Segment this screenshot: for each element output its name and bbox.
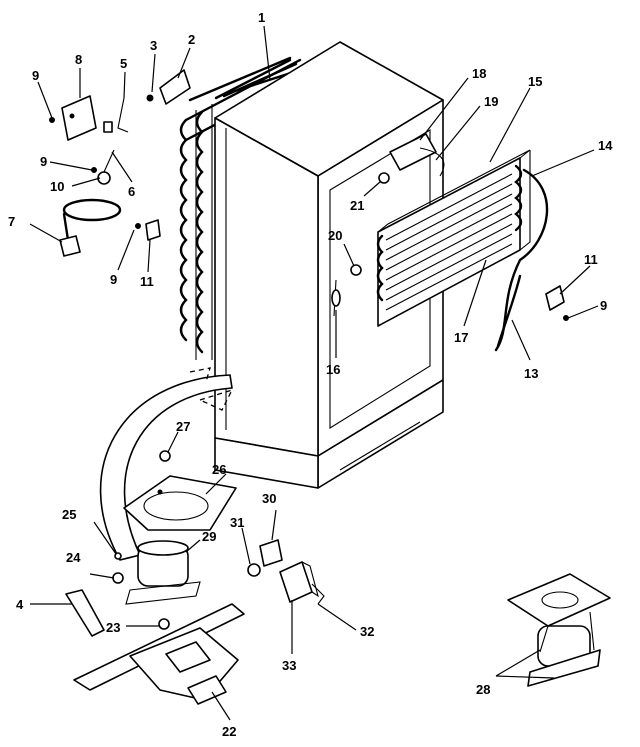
callout-2: 2 <box>188 32 195 47</box>
leader-lines <box>29 25 599 721</box>
clamp-18 <box>389 133 437 171</box>
callout-15: 15 <box>528 74 542 89</box>
wire-5 <box>103 97 129 133</box>
callout-20: 20 <box>328 228 342 243</box>
callout-9-c: 9 <box>110 272 117 287</box>
screw-3 <box>146 94 154 102</box>
callout-4: 4 <box>16 597 24 612</box>
fitting-21 <box>378 172 390 184</box>
callout-9-d: 9 <box>600 298 607 313</box>
grommet-24 <box>112 572 124 584</box>
refrigerator-cabinet <box>214 41 444 489</box>
callout-10: 10 <box>50 179 64 194</box>
bracket-8 <box>61 95 97 141</box>
compressor-assembly-28 <box>507 573 611 687</box>
callout-28: 28 <box>476 682 490 697</box>
power-cord-7 <box>59 198 122 257</box>
callout-8: 8 <box>75 52 82 67</box>
clip-11-left <box>145 219 161 241</box>
callout-1: 1 <box>258 10 265 25</box>
callout-23: 23 <box>106 620 120 635</box>
callout-33: 33 <box>282 658 296 673</box>
callout-9-a: 9 <box>32 68 39 83</box>
callout-labels: 1 2 3 4 5 6 7 8 9 9 9 9 10 11 11 13 14 1… <box>8 10 613 739</box>
callout-19: 19 <box>484 94 498 109</box>
callout-31: 31 <box>230 515 244 530</box>
callout-6: 6 <box>128 184 135 199</box>
compressor-29 <box>125 540 201 605</box>
callout-14: 14 <box>598 138 613 153</box>
spring-25 <box>114 552 122 560</box>
wire-32 <box>311 583 325 605</box>
callout-22: 22 <box>222 724 236 739</box>
callout-26: 26 <box>212 462 226 477</box>
drier-4 <box>65 589 105 637</box>
capacitor-33 <box>279 561 319 603</box>
tube-19 <box>419 147 445 177</box>
callout-21: 21 <box>350 198 364 213</box>
screw-9-d <box>563 315 569 321</box>
mount-23 <box>158 618 170 630</box>
screw-9-a <box>49 117 55 123</box>
callout-3: 3 <box>150 38 157 53</box>
screw-9-b <box>91 167 97 173</box>
tubing-path <box>99 367 234 561</box>
callout-27: 27 <box>176 419 190 434</box>
callout-25: 25 <box>62 507 76 522</box>
callout-11-a: 11 <box>140 274 154 289</box>
screw-9-c <box>135 223 141 229</box>
overload-31 <box>247 563 261 577</box>
callout-24: 24 <box>66 550 81 565</box>
drain-pan-26 <box>123 475 237 531</box>
callout-9-b: 9 <box>40 154 47 169</box>
switch-2 <box>159 69 191 105</box>
callout-16: 16 <box>326 362 340 377</box>
fitting-20 <box>350 264 362 276</box>
callout-30: 30 <box>262 491 276 506</box>
grommet-27 <box>159 450 171 462</box>
callout-17: 17 <box>454 330 468 345</box>
callout-29: 29 <box>202 529 216 544</box>
thermostat-10 <box>97 149 115 185</box>
relay-30 <box>259 539 283 567</box>
callout-18: 18 <box>472 66 486 81</box>
base-plate-22 <box>73 603 245 705</box>
callout-13: 13 <box>524 366 538 381</box>
tube-16 <box>331 279 341 317</box>
condenser <box>376 149 531 327</box>
callout-5: 5 <box>120 56 127 71</box>
callout-7: 7 <box>8 214 15 229</box>
callout-11-b: 11 <box>584 252 598 267</box>
clip-11-right <box>545 285 565 311</box>
back-condenser-coil <box>179 56 302 360</box>
drain-tube <box>494 168 549 352</box>
callout-32: 32 <box>360 624 374 639</box>
